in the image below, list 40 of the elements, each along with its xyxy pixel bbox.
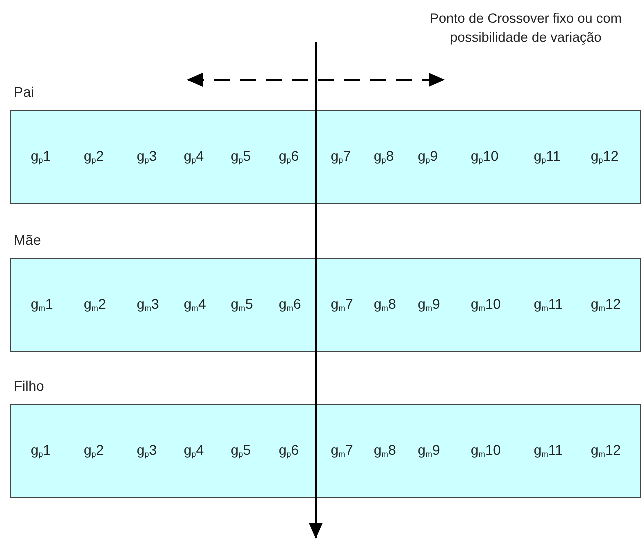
gene-label: g$_{m}$6: [279, 295, 302, 315]
gene-label: g$_{m}$12: [591, 441, 622, 461]
gene-label: g$_{m}$12: [591, 295, 622, 315]
gene-label: g$_{m}$5: [231, 295, 254, 315]
gene-label: g$_{p}$8: [374, 147, 394, 167]
gene-label: g$_{p}$12: [591, 147, 619, 167]
gene-label: g$_{p}$10: [471, 147, 499, 167]
gene-label: g$_{p}$5: [231, 441, 252, 461]
gene-label: g$_{p}$7: [331, 147, 352, 167]
annotation-text: Ponto de Crossover fixo ou com possibilidade de variação: [428, 10, 624, 47]
gene-label: g$_{p}$4: [184, 441, 204, 461]
gene-label: g$_{p}$6: [279, 441, 300, 461]
gene-label: g$_{p}$3: [137, 441, 158, 461]
gene-label: g$_{m}$1: [31, 295, 54, 315]
gene-label: g$_{m}$10: [471, 441, 502, 461]
gene-label: g$_{p}$4: [184, 147, 204, 167]
gene-label: g$_{p}$1: [31, 441, 52, 461]
gene-label: g$_{m}$9: [418, 295, 440, 315]
gene-label: g$_{m}$8: [374, 295, 396, 315]
gene-label: g$_{p}$2: [84, 441, 104, 461]
gene-label: g$_{p}$1: [31, 147, 52, 167]
gene-label: g$_{m}$10: [471, 295, 502, 315]
gene-label: g$_{p}$2: [84, 147, 104, 167]
gene-label: g$_{m}$2: [84, 295, 106, 315]
gene-label: g$_{m}$7: [331, 441, 354, 461]
gene-label: g$_{m}$9: [418, 441, 440, 461]
gene-label: g$_{p}$3: [137, 147, 158, 167]
gene-label: g$_{m}$8: [374, 441, 396, 461]
row-heading: Filho: [14, 378, 44, 394]
gene-label: g$_{p}$5: [231, 147, 252, 167]
gene-label: g$_{m}$11: [534, 441, 564, 461]
gene-label: g$_{p}$11: [534, 147, 561, 167]
gene-label: g$_{m}$3: [137, 295, 160, 315]
gene-label: g$_{m}$4: [184, 295, 206, 315]
row-heading: Mãe: [14, 232, 42, 248]
gene-label: g$_{m}$7: [331, 295, 354, 315]
gene-label: g$_{p}$9: [418, 147, 438, 167]
gene-label: g$_{m}$11: [534, 295, 564, 315]
row-heading: Pai: [14, 84, 34, 100]
gene-label: g$_{p}$6: [279, 147, 300, 167]
